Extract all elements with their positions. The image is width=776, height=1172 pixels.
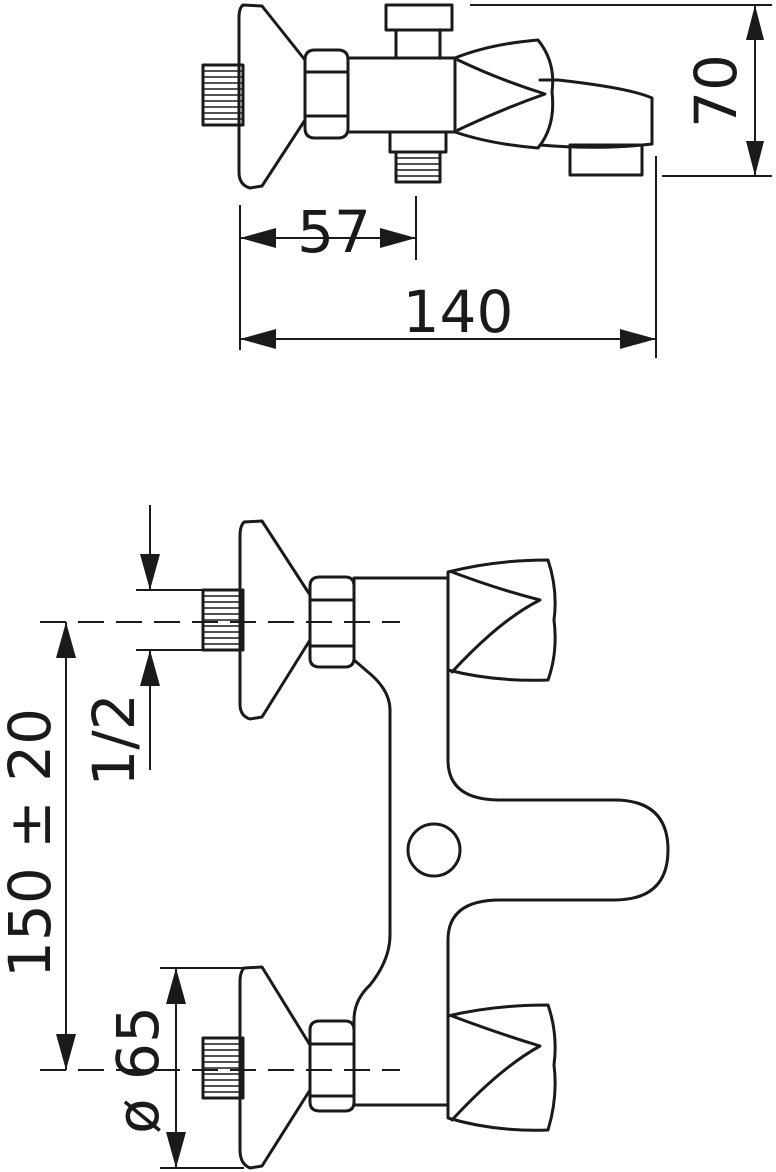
side-mixer-body	[346, 56, 457, 134]
side-top-connector	[384, 3, 454, 60]
side-spout-outlet	[568, 143, 644, 177]
front-view: 1/2 150 ± 20 ø 65	[0, 505, 670, 1170]
side-hex-nut	[303, 48, 350, 140]
side-wall-rosette	[237, 3, 307, 190]
front-diverter-knob	[406, 822, 462, 878]
front-lower-hex-nut	[308, 1019, 356, 1113]
front-lower-inlet-thread	[201, 1036, 245, 1100]
side-view: 70 57 140	[201, 3, 772, 358]
dimension-inlet-to-outlet: 57	[239, 196, 417, 350]
dimension-center-distance: 150 ± 20	[0, 622, 76, 1070]
side-bottom-outlet	[388, 130, 448, 184]
front-upper-rosette	[238, 519, 312, 721]
front-lower-rosette	[238, 965, 312, 1170]
dimension-thread-label: 1/2	[80, 693, 148, 786]
dimension-rosette-diameter: ø 65	[104, 967, 244, 1169]
dimension-rosette-diameter-label: ø 65	[104, 1006, 172, 1134]
front-lower-handle	[446, 1003, 557, 1132]
front-mixer-body	[352, 576, 670, 1107]
dimension-height: 70	[470, 4, 772, 177]
dimension-total-depth-label: 140	[403, 278, 514, 346]
dimension-height-label: 70	[682, 54, 750, 128]
front-upper-inlet-thread	[201, 588, 245, 652]
front-upper-handle	[446, 558, 557, 682]
dimension-inlet-to-outlet-label: 57	[297, 198, 371, 266]
side-handle	[453, 38, 555, 150]
side-inlet-thread	[201, 63, 245, 127]
side-spout	[538, 78, 654, 149]
dimension-total-depth: 140	[240, 156, 657, 358]
dimension-center-distance-label: 150 ± 20	[0, 708, 64, 978]
dimension-thread: 1/2	[80, 505, 203, 787]
